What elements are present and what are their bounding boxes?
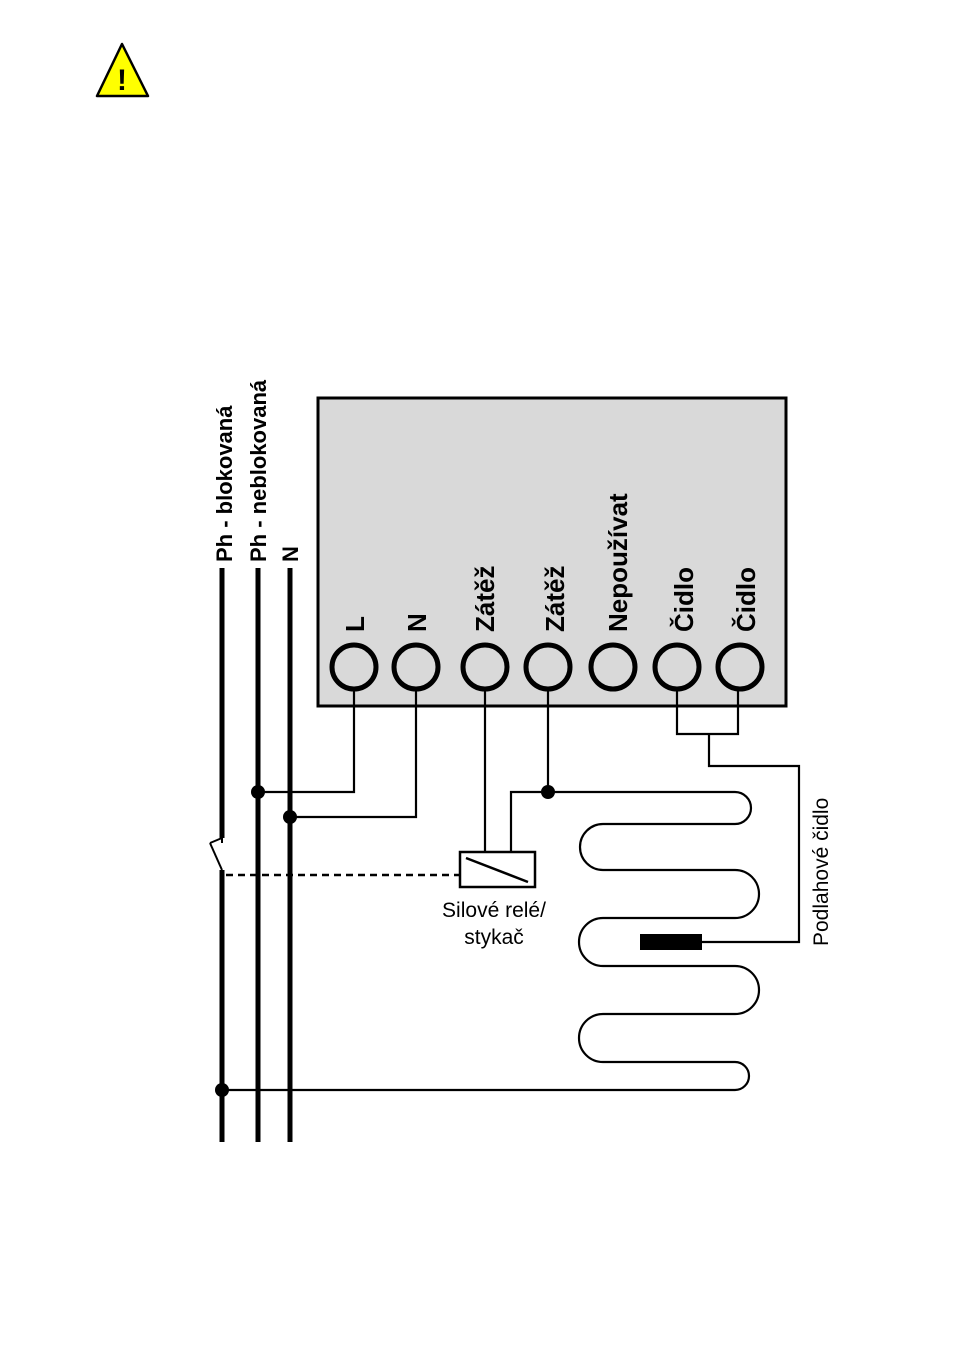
terminal-unused <box>588 642 638 692</box>
wire-floor-sensor <box>700 734 801 944</box>
terminal-label-4: Zátěž <box>540 566 570 632</box>
terminal-label-3: Zátěž <box>470 566 500 632</box>
junction-l <box>251 785 265 799</box>
terminals <box>329 642 765 692</box>
heating-cable <box>222 790 761 1092</box>
terminal-n <box>391 642 441 692</box>
floor-sensor-label: Podlahové čidlo <box>810 798 833 946</box>
relay-coil <box>458 850 537 889</box>
junction-ph-blocked <box>215 1083 229 1097</box>
junction-load <box>541 785 555 799</box>
terminal-label-1: L <box>340 616 370 632</box>
wires <box>222 689 801 1092</box>
junction-n <box>283 810 297 824</box>
bus-lines <box>209 568 293 1142</box>
relay-label-line1: Silové relé/ <box>442 899 546 922</box>
relay-label-line2: stykač <box>464 926 524 949</box>
terminal-label-7: Čidlo <box>731 567 761 632</box>
terminal-label-2: N <box>402 613 432 632</box>
ph-blocked-label: Ph - blokovaná <box>212 405 237 562</box>
ph-unblocked-label: Ph - neblokovaná <box>246 379 271 562</box>
wire-n <box>290 689 418 819</box>
switch-blade <box>209 837 223 844</box>
terminal-label-5: Nepoužívat <box>603 493 633 632</box>
wire-sensor-bridge <box>675 689 740 736</box>
terminal-l <box>329 642 379 692</box>
wire-relay-coil <box>509 790 735 852</box>
terminal-sensor-1 <box>652 642 702 692</box>
warning-triangle-icon: ! <box>95 42 150 98</box>
terminal-load-2 <box>523 642 573 692</box>
junctions <box>215 785 555 1097</box>
terminal-sensor-2 <box>715 642 765 692</box>
floor-sensor-probe <box>640 934 702 950</box>
wire-l <box>258 689 356 794</box>
terminal-label-6: Čidlo <box>669 567 699 632</box>
terminal-load-1 <box>460 642 510 692</box>
neutral-bus-label: N <box>278 546 303 562</box>
warning-symbol: ! <box>117 64 127 97</box>
